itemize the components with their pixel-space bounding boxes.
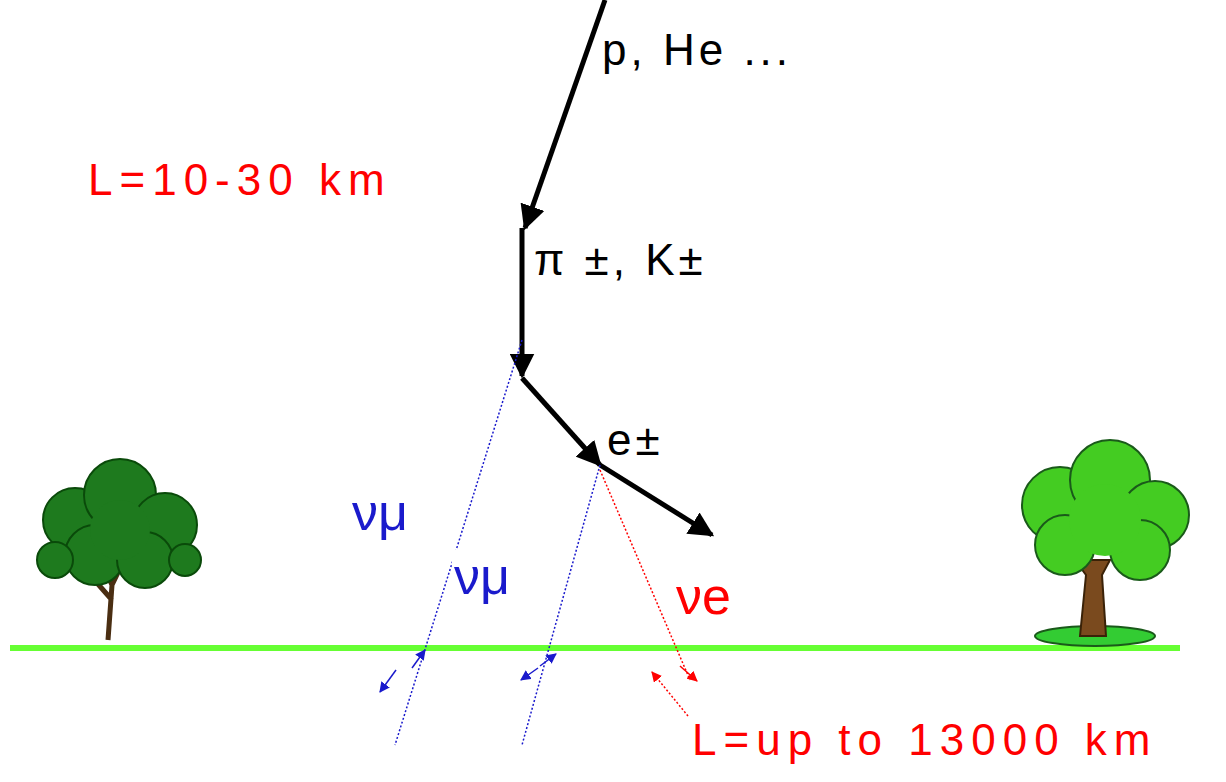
neutrino-path xyxy=(395,340,522,745)
tree-crown xyxy=(1069,484,1141,556)
tree-crown xyxy=(169,544,201,576)
neutrino-label: νμ xyxy=(452,550,512,602)
distance-label: L=up to 13000 km xyxy=(690,718,1159,762)
electron-track xyxy=(600,465,712,535)
neutrino-path xyxy=(522,465,600,745)
neutrino-label: νe xyxy=(674,570,733,622)
right-tree xyxy=(1022,440,1189,646)
left-tree xyxy=(37,459,201,640)
tree-crown xyxy=(37,542,73,578)
distance-arrow xyxy=(412,650,425,668)
particle-label: p, He ... xyxy=(600,28,794,72)
distance-arrow xyxy=(680,666,697,681)
particle-label: e± xyxy=(605,418,666,462)
distance-arrow xyxy=(652,672,688,716)
meson-track xyxy=(520,228,525,376)
tree-crown xyxy=(90,500,150,560)
neutrino-label: νμ xyxy=(350,486,410,538)
muon-track xyxy=(522,378,600,465)
primary-track xyxy=(525,0,605,228)
distance-arrow xyxy=(540,654,556,666)
distance-label: L=10-30 km xyxy=(86,158,394,202)
distance-arrow xyxy=(521,668,538,680)
particle-label: π ±, K± xyxy=(532,238,709,282)
distance-arrow xyxy=(380,670,396,692)
ground-line xyxy=(10,645,1180,651)
